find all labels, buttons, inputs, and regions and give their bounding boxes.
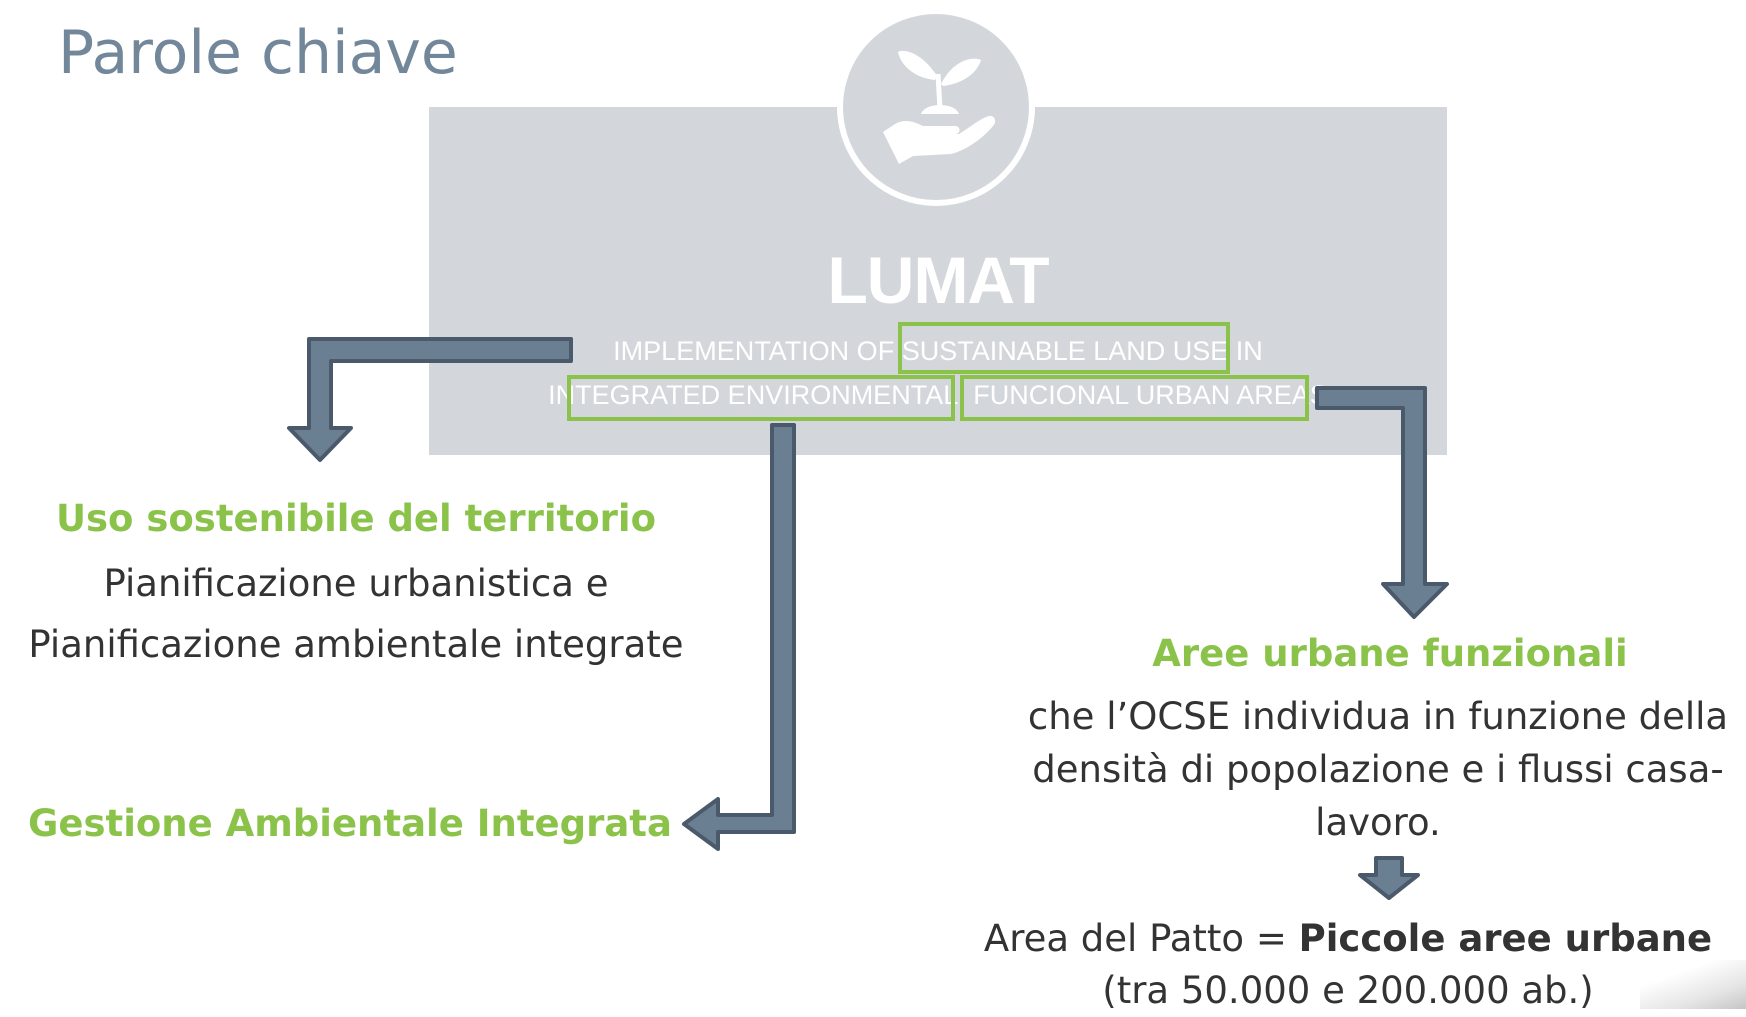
arrow-to-patto [1358, 856, 1420, 900]
heading-gestione-ambientale: Gestione Ambientale Integrata [28, 802, 672, 845]
body-line: Pianificazione urbanistica e [103, 562, 609, 605]
body-line: Pianificazione ambientale integrate [28, 623, 684, 666]
heading-aree-urbane: Aree urbane funzionali [1152, 632, 1628, 675]
banner-subtitle-line1: IMPLEMENTATION OF SUSTAINABLE LAND USE I… [429, 336, 1447, 367]
subtitle-highlight-urban-areas: FUNCIONAL URBAN AREAS [973, 380, 1328, 410]
highlight-box-sustainable [898, 322, 1230, 374]
subtitle-text: IN [1228, 336, 1263, 366]
highlight-box-urban-areas [960, 375, 1309, 421]
body-aree-urbane: che l’OCSE individua in funzione della d… [1010, 690, 1746, 849]
arrow-to-gestione [682, 423, 796, 851]
body-line: lavoro. [1315, 801, 1441, 844]
subtitle-highlight-sustainable: SUSTAINABLE LAND USE [901, 336, 1229, 366]
heading-uso-sostenibile: Uso sostenibile del territorio [55, 497, 657, 540]
patto-prefix: Area del Patto = [983, 917, 1299, 960]
logo-badge [837, 8, 1035, 206]
body-uso-sostenibile: Pianificazione urbanistica e Pianificazi… [0, 553, 712, 675]
patto-range: (tra 50.000 e 200.000 ab.) [1102, 969, 1594, 1012]
body-line: densità di popolazione e i flussi casa- [1032, 748, 1724, 791]
arrow-to-aree [1315, 386, 1449, 619]
page-title: Parole chiave [58, 18, 458, 88]
highlight-box-integrated [567, 375, 955, 421]
arrow-to-uso [287, 337, 573, 462]
banner-title: LUMAT [827, 243, 1049, 317]
plant-in-hand-icon [883, 50, 996, 164]
patto-bold: Piccole aree urbane [1298, 917, 1713, 960]
subtitle-highlight-integrated: INTEGRATED ENVIRONMENTAL [548, 380, 959, 410]
body-line: che l’OCSE individua in funzione della [1027, 695, 1729, 738]
subtitle-text: IMPLEMENTATION OF [613, 336, 902, 366]
banner-subtitle-line2: INTEGRATED ENVIRONMENTAL FUNCIONAL URBAN… [429, 380, 1447, 411]
patto-line: Area del Patto = Piccole aree urbane [950, 912, 1746, 965]
page-curl-shadow [1640, 960, 1746, 1009]
